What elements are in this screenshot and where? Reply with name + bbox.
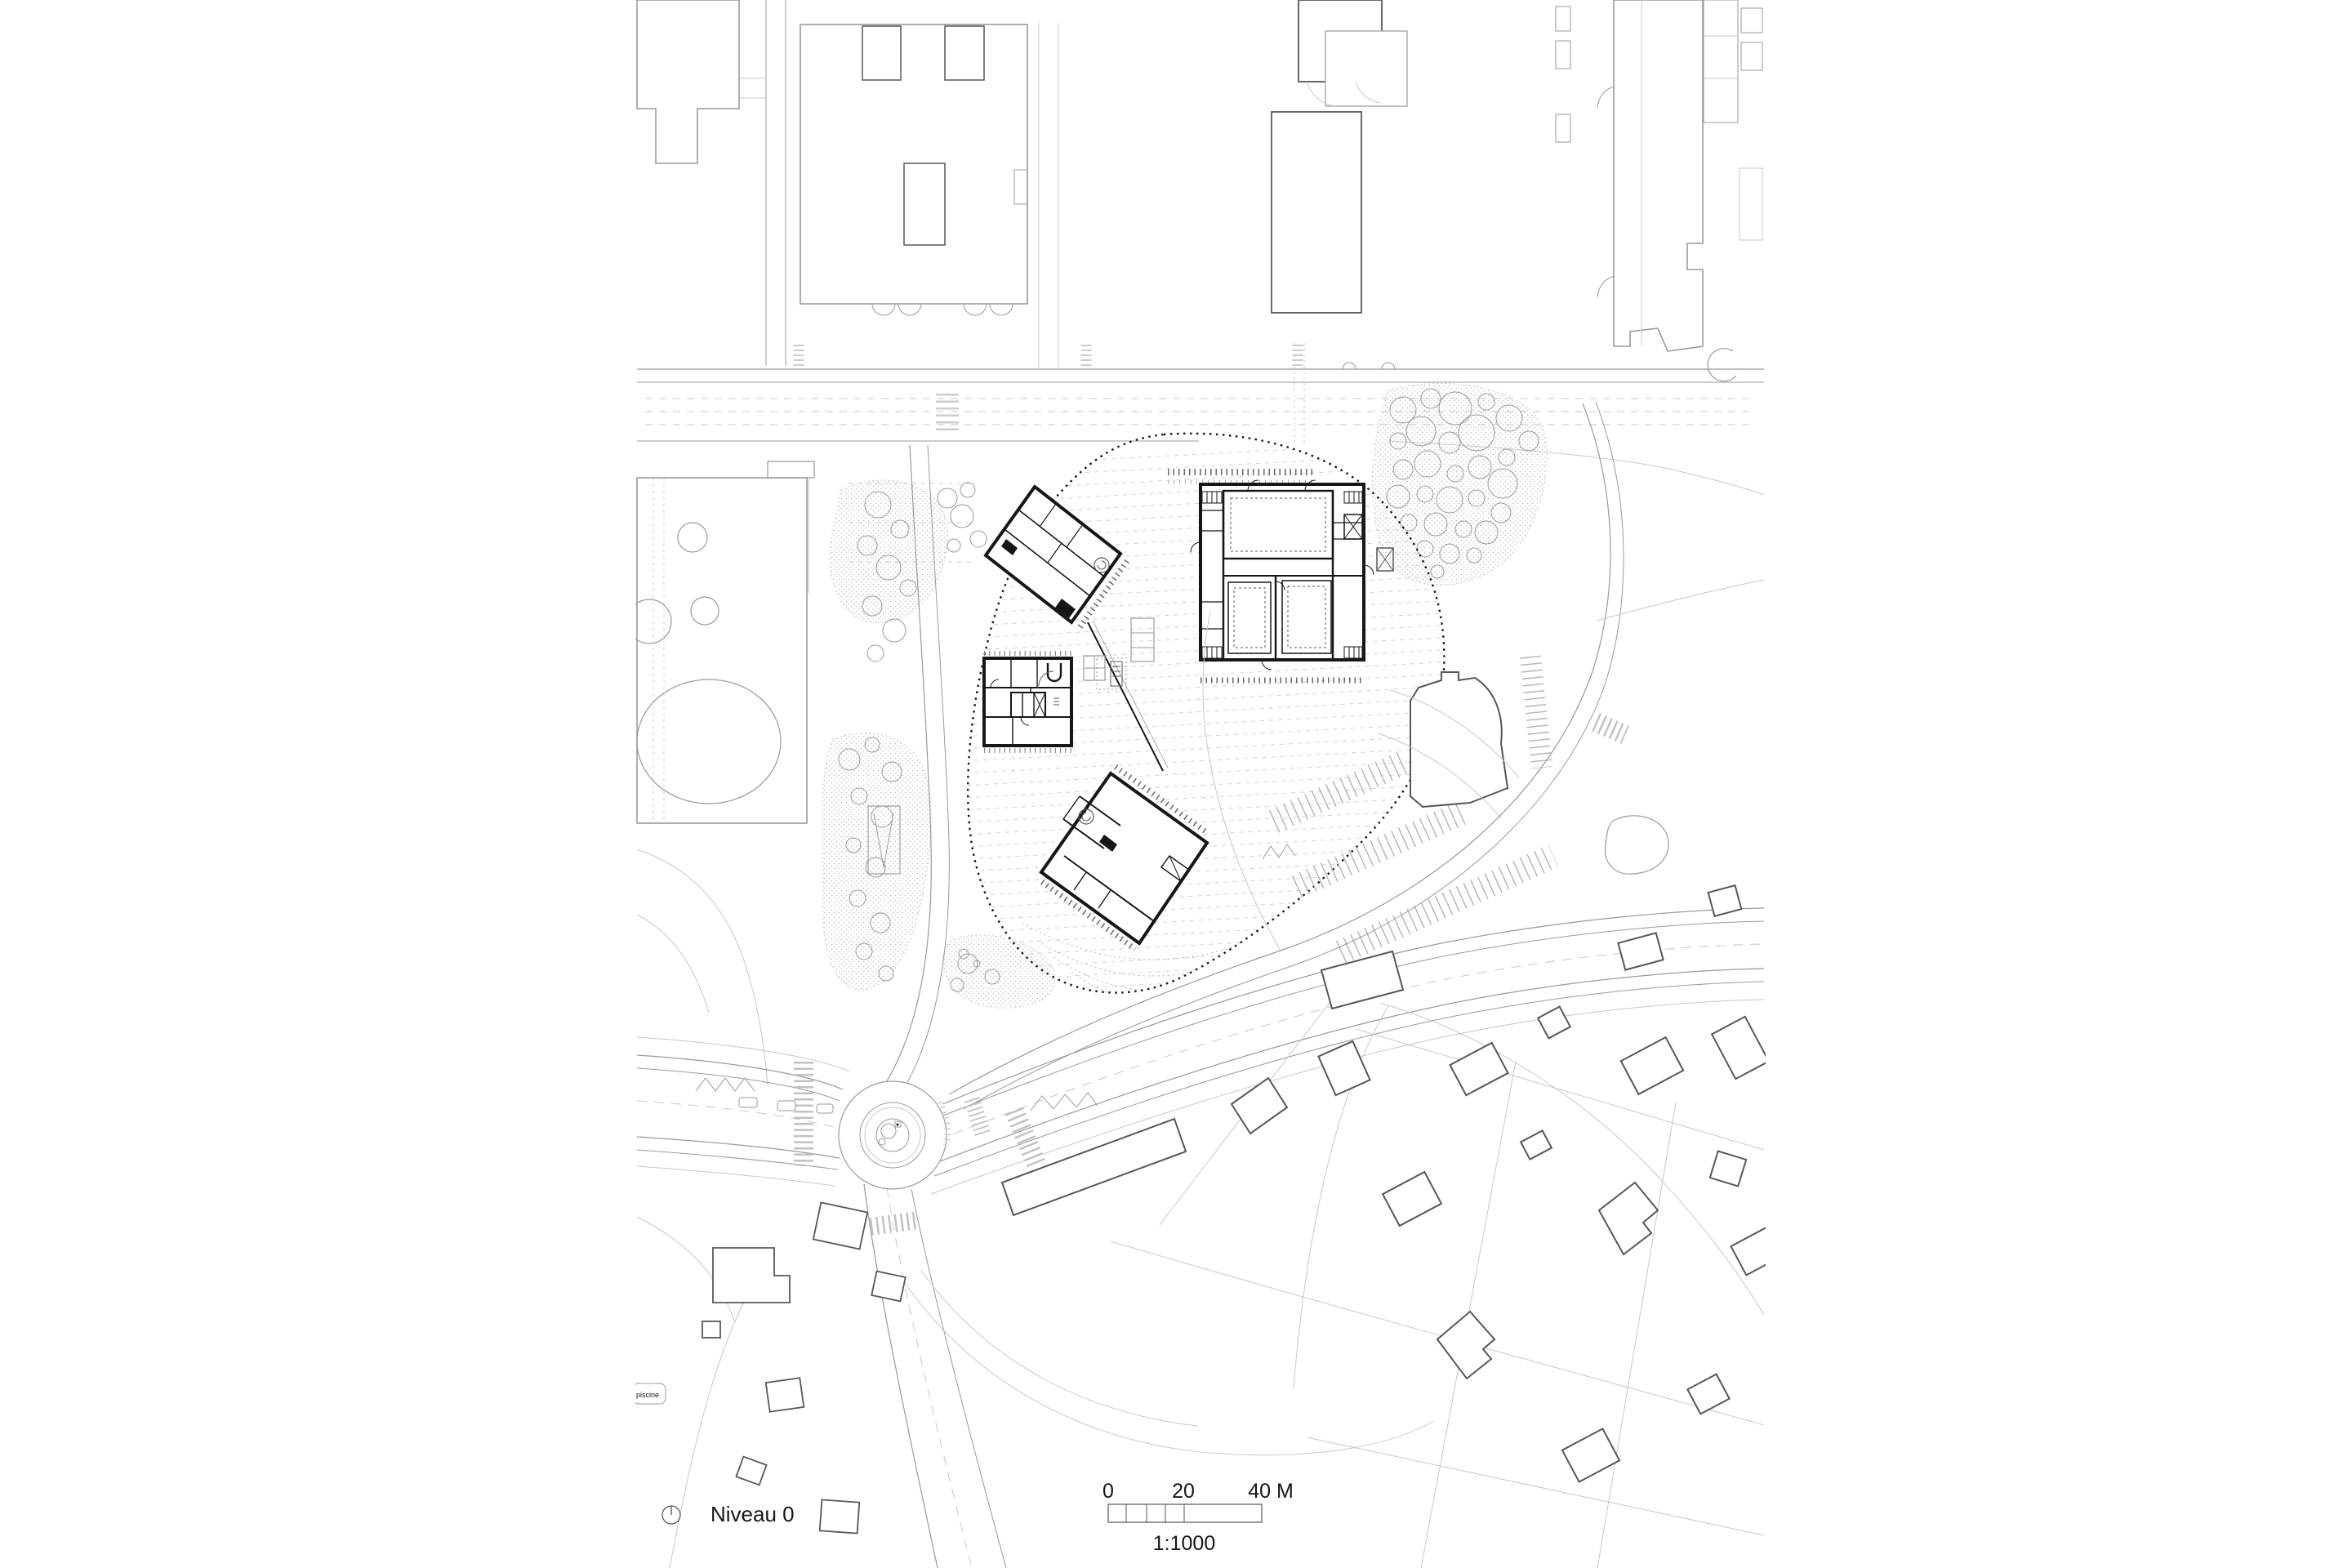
building-d-plan: [1039, 764, 1209, 951]
scale-tick-20: 20: [1172, 1480, 1195, 1503]
scale-bar-dividers: [1125, 1504, 1185, 1522]
building-a-plan: [983, 484, 1129, 632]
scale-ratio: 1:1000: [1153, 1532, 1215, 1555]
scale-bar-outline: [1107, 1503, 1263, 1523]
parking-rows: [1262, 655, 1559, 964]
pool-label: piscine: [635, 1383, 666, 1405]
parcel-lines: [636, 989, 1765, 1568]
building-b-plan: [1190, 479, 1394, 684]
site-boundary-dotted: [967, 432, 1446, 994]
title-block: Niveau 0: [662, 1502, 795, 1526]
terrace-rows: [1022, 922, 1275, 993]
west-footpath: [883, 444, 950, 1094]
scale-bar: 0 20 40 M 1:1000: [1102, 1480, 1294, 1555]
scale-tick-0: 0: [1102, 1480, 1114, 1503]
road-network: [636, 401, 1765, 1568]
external-shaft: [1376, 547, 1394, 572]
east-context: [1378, 671, 1669, 875]
vegetation: [822, 382, 1548, 1009]
building-c-plan: [982, 651, 1073, 753]
level-label: Niveau 0: [710, 1502, 795, 1526]
south-context-houses: [636, 884, 1766, 1568]
scale-tick-40: 40 M: [1248, 1480, 1294, 1503]
plaza-retaining-wall: [1087, 621, 1164, 772]
north-icon: [662, 1505, 681, 1525]
tree-circles: [838, 388, 1539, 992]
pool-label-text: piscine: [636, 1391, 659, 1399]
kidney-island: [1605, 815, 1669, 875]
context-buildings-north: [636, 0, 1763, 382]
stair-hatches: [1201, 491, 1363, 659]
roundabout: [838, 1080, 951, 1190]
door-swings: [1190, 479, 1374, 670]
project-site: [849, 432, 1446, 994]
